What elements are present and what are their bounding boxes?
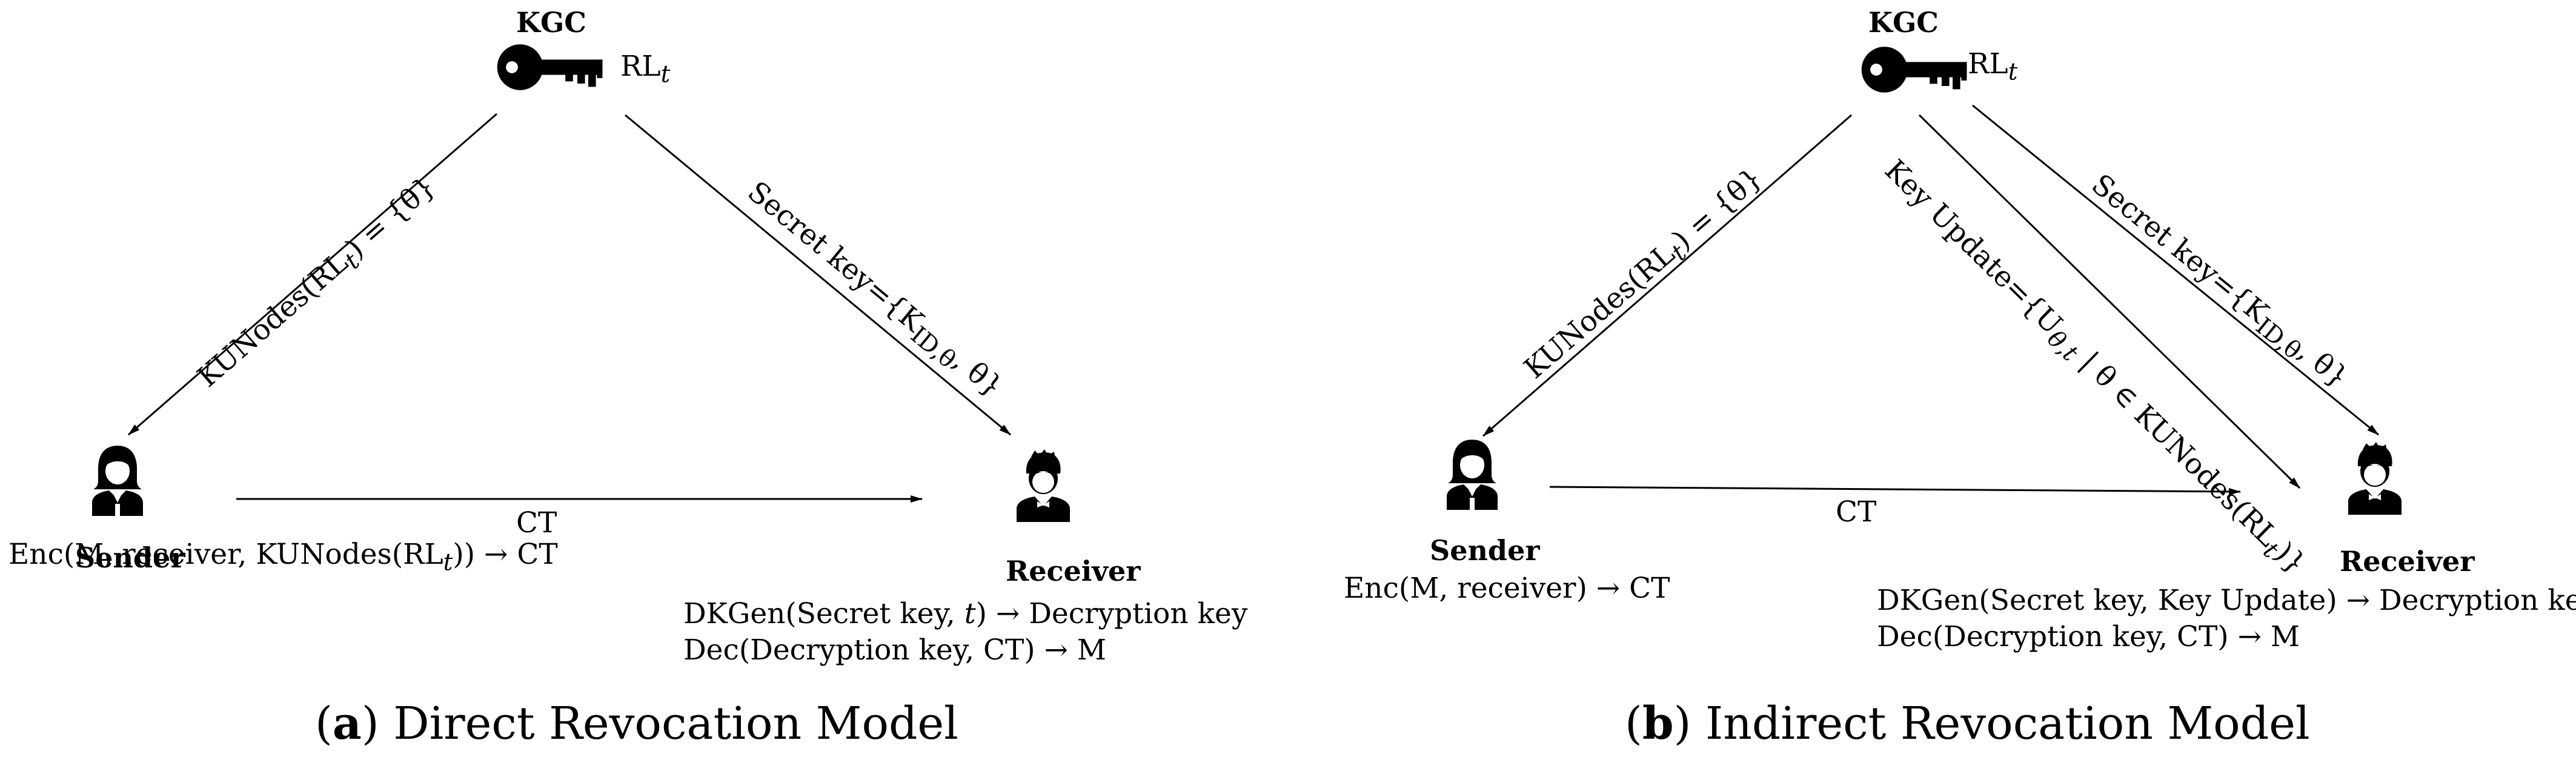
panel-direct-revocation: KGC RLt KUNodes(RLt) = {θ} Secret key={K… — [8, 6, 1247, 750]
enc-sub: t — [443, 549, 453, 576]
kgc-label: KGC — [516, 6, 586, 39]
edges-layer — [128, 113, 1011, 503]
caption-text: Direct Revocation Model — [393, 698, 958, 750]
key-icon — [496, 40, 605, 94]
edge-kgc-to-sender — [128, 113, 497, 436]
woman-user-icon — [87, 443, 148, 516]
ct-label: CT — [1836, 495, 1877, 529]
ct-label: CT — [516, 506, 557, 540]
rl-text: RL — [620, 50, 661, 83]
edge-kgc-to-receiver — [1972, 104, 2379, 436]
man-user-icon — [2345, 442, 2405, 515]
edge-sender-to-receiver — [1549, 486, 2241, 495]
revocation-list: RLt — [1968, 50, 2017, 84]
receiver-dkgen: DKGen(Secret key, t) → Decryption key — [683, 600, 1247, 628]
caption-letter: b — [1642, 698, 1674, 750]
edge-kgc-key-update — [1918, 114, 2301, 489]
receiver-label: Receiver — [2340, 545, 2475, 578]
man-user-icon — [1013, 449, 1074, 522]
sender-label: Sender — [75, 541, 185, 574]
caption-b: (b) Indirect Revocation Model — [1625, 698, 2310, 750]
dkgen-time: t — [964, 597, 976, 630]
woman-user-icon — [1442, 437, 1502, 510]
edge-kgc-to-sender — [1482, 114, 1852, 437]
rl-text: RL — [1968, 47, 2008, 81]
sender-encryption: Enc(M, receiver) → CT — [1344, 572, 1670, 605]
sender-label: Sender — [1430, 534, 1540, 567]
edge-kgc-to-receiver — [625, 114, 1011, 436]
panel-indirect-revocation: KGC RLt KUNodes(RLt) = {θ} Key Update={U… — [1288, 0, 2576, 763]
receiver-dec: Dec(Decryption key, CT) → M — [1877, 620, 2300, 653]
revocation-list: RLt — [620, 52, 670, 87]
key-icon — [1860, 42, 1969, 97]
receiver-label: Receiver — [1006, 555, 1141, 587]
rl-sub: t — [2008, 58, 2018, 86]
rl-sub: t — [660, 61, 671, 88]
dkgen-pre: DKGen(Secret key, — [683, 597, 964, 630]
enc-post: )) → CT — [453, 538, 558, 571]
kgc-label: KGC — [1868, 6, 1939, 39]
dkgen-post: ) → Decryption key — [975, 597, 1248, 630]
edges-layer — [1482, 104, 2379, 495]
caption-a: (a) Direct Revocation Model — [315, 698, 958, 750]
receiver-dkgen: DKGen(Secret key, Key Update) → Decrypti… — [1877, 584, 2576, 617]
sender-encryption: Enc(M, receiver, KUNodes(RLt)) → CT — [8, 540, 558, 575]
enc-pre: Enc(M, receiver, KUNodes(RL — [8, 538, 443, 571]
receiver-dec: Dec(Decryption key, CT) → M — [683, 633, 1107, 667]
caption-letter: a — [332, 698, 362, 750]
caption-text: Indirect Revocation Model — [1705, 698, 2310, 750]
